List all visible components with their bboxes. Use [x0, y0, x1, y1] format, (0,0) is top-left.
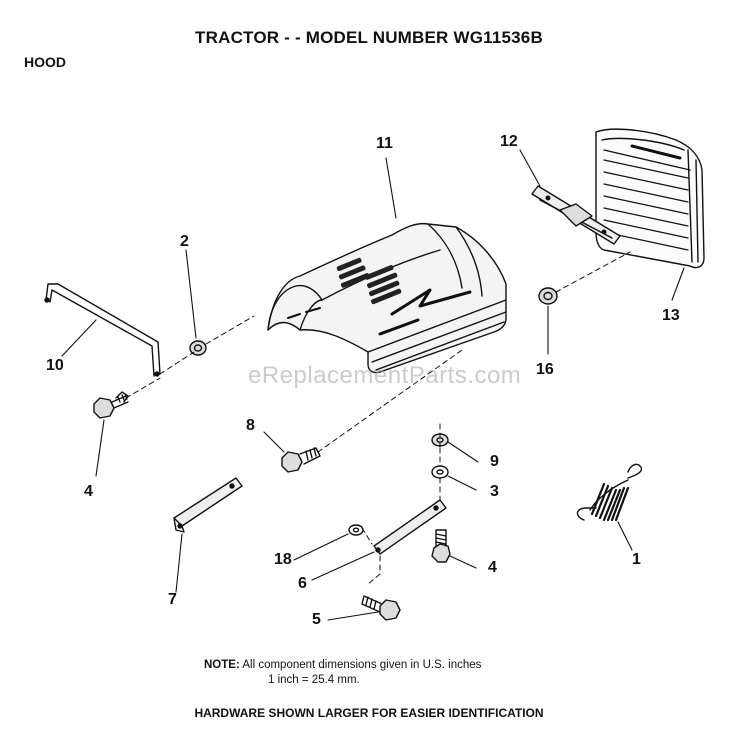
callout-13: 13 — [662, 307, 680, 324]
note-line-1: All component dimensions given in U.S. i… — [242, 659, 482, 671]
callout-8: 8 — [246, 417, 255, 434]
section-label: HOOD — [24, 54, 66, 70]
callout-3: 3 — [490, 483, 499, 500]
callout-1: 1 — [632, 551, 641, 568]
nut-part-16 — [538, 287, 558, 305]
bolt-part-4-right — [431, 529, 451, 563]
callout-4-right: 4 — [488, 559, 497, 576]
callout-16: 16 — [536, 361, 554, 378]
hood-vents — [336, 257, 402, 305]
bolt-part-8 — [281, 447, 321, 473]
callout-5: 5 — [312, 611, 321, 628]
bracket-part-7 — [173, 477, 243, 533]
callout-11: 11 — [376, 135, 393, 152]
grille — [595, 128, 705, 269]
bolt-part-4-left — [93, 391, 129, 419]
footer-note: HARDWARE SHOWN LARGER FOR EASIER IDENTIF… — [194, 706, 544, 720]
callout-6: 6 — [298, 575, 307, 592]
bolt-part-5 — [361, 595, 401, 621]
callout-18: 18 — [274, 551, 292, 568]
note-text: NOTE: All component dimensions given in … — [204, 659, 481, 672]
washer-part-3 — [431, 465, 449, 479]
callout-10: 10 — [46, 357, 64, 374]
callout-7: 7 — [168, 591, 177, 608]
callout-12: 12 — [500, 133, 518, 150]
note-label: NOTE: — [204, 659, 240, 671]
washer-part-18 — [348, 524, 364, 536]
hood-rod — [44, 283, 161, 377]
leader-lines — [61, 149, 685, 621]
callout-9: 9 — [490, 453, 499, 470]
watermark: eReplacementParts.com — [248, 362, 522, 389]
note-line-2: 1 inch = 25.4 mm. — [268, 674, 360, 686]
callout-2: 2 — [180, 233, 189, 250]
callout-4-left: 4 — [84, 483, 93, 500]
grille-bracket — [531, 185, 621, 245]
diagram-title: TRACTOR - - MODEL NUMBER WG11536B — [195, 28, 543, 47]
hood-shell — [267, 222, 507, 374]
spring-part-1 — [576, 463, 643, 522]
assembly-lines — [125, 251, 631, 585]
bracket-part-6 — [373, 499, 447, 555]
